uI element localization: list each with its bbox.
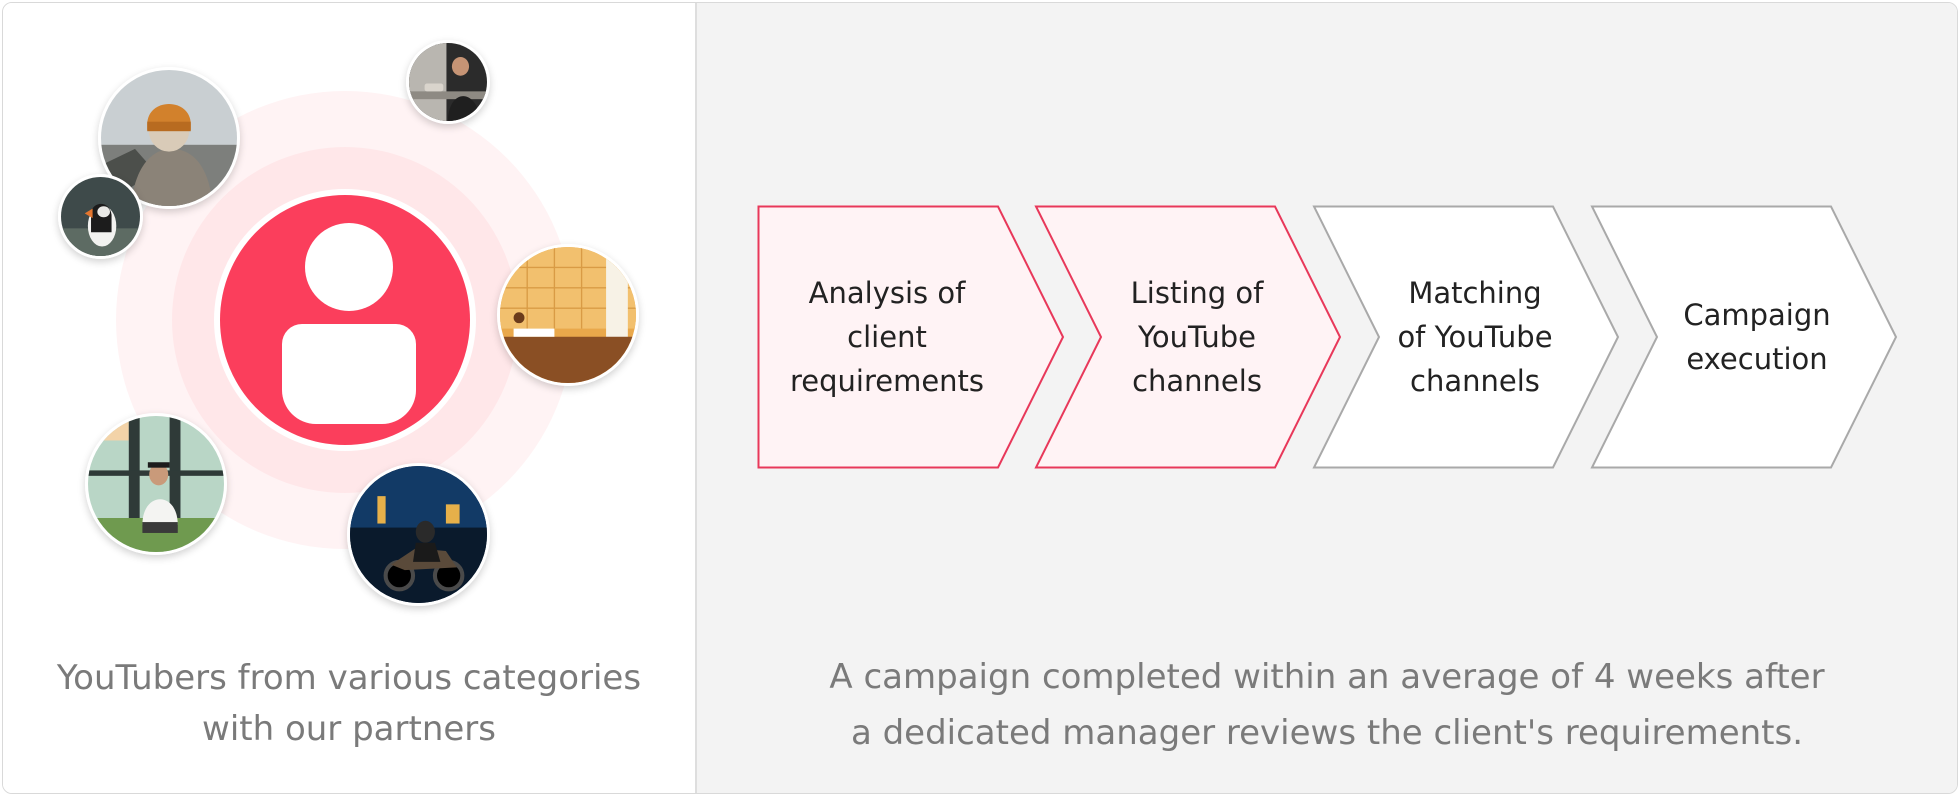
partners-caption-line-1: YouTubers from various categories <box>56 658 642 698</box>
step-1-shape <box>757 205 1065 469</box>
process-flow-shapes <box>757 205 1898 469</box>
step-1-line-1: Analysis of <box>808 276 966 310</box>
step-3-shape <box>1312 205 1620 469</box>
puffin-photo <box>58 174 143 259</box>
step-3-line-2: of YouTube <box>1397 320 1553 354</box>
step-4-label: Campaign execution <box>1637 205 1877 469</box>
step-1-label: Analysis of client requirements <box>767 205 1007 469</box>
partners-panel: YouTubers from various categories with o… <box>3 3 695 793</box>
user-icon <box>220 195 470 445</box>
user-icon-body <box>282 324 416 424</box>
partners-caption-line-2: with our partners <box>202 709 496 749</box>
step-3-line-3: channels <box>1410 364 1540 398</box>
person-cooking-photo <box>406 40 490 124</box>
motorcycle-night-photo <box>347 463 490 606</box>
panel-divider <box>695 3 697 793</box>
step-4-shape <box>1590 205 1898 469</box>
user-icon-head <box>305 223 393 311</box>
step-2-line-2: YouTube <box>1138 320 1256 354</box>
step-1-line-3: requirements <box>789 364 985 398</box>
step-2-label: Listing of YouTube channels <box>1087 205 1307 469</box>
process-caption-line-1: A campaign completed within an average o… <box>829 657 1825 697</box>
step-3-line-1: Matching <box>1408 276 1542 310</box>
step-2-line-3: channels <box>1132 364 1262 398</box>
step-3-label: Matching of YouTube channels <box>1365 205 1585 469</box>
process-caption-line-2: a dedicated manager reviews the client's… <box>850 713 1804 753</box>
partners-caption: YouTubers from various categories with o… <box>3 653 695 755</box>
step-2-line-1: Listing of <box>1130 276 1264 310</box>
step-2-shape <box>1034 205 1342 469</box>
person-crouching-photo <box>85 413 227 555</box>
process-panel: Analysis of client requirements Listing … <box>697 3 1957 793</box>
step-1-line-2: client <box>847 320 927 354</box>
process-caption: A campaign completed within an average o… <box>697 649 1957 761</box>
step-4-line-2: execution <box>1686 342 1828 376</box>
process-flow: Analysis of client requirements Listing … <box>757 205 1917 469</box>
step-4-line-1: Campaign <box>1683 298 1831 332</box>
cafe-interior-photo <box>497 244 639 386</box>
